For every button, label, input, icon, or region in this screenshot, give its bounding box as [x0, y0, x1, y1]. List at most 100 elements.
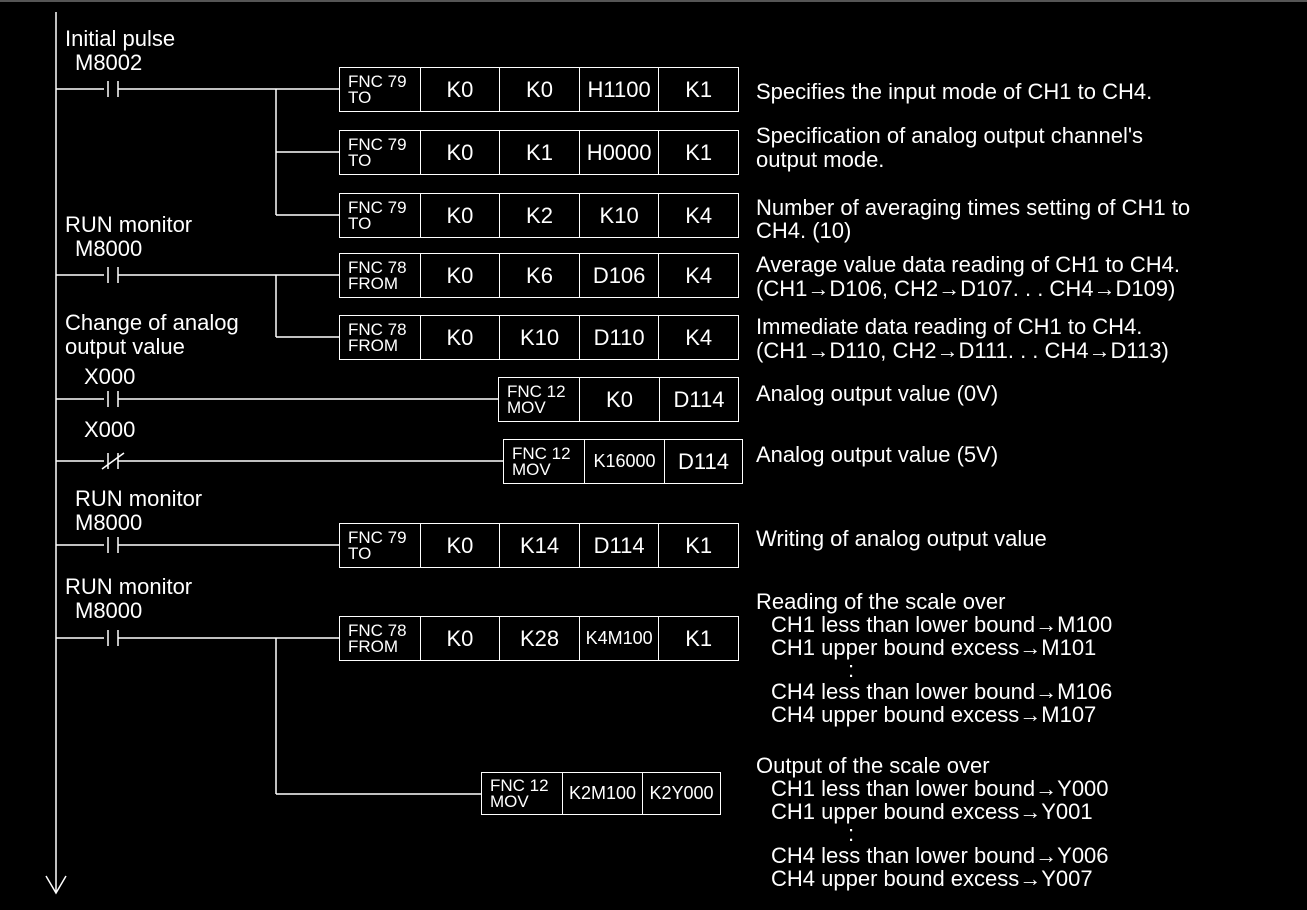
- operand: D106: [578, 254, 659, 297]
- label-m8000: M8000: [75, 510, 143, 535]
- operand: H0000: [578, 131, 659, 174]
- comment-average-read: (CH1→D106, CH2→D107. . . CH4→D109): [756, 276, 1176, 301]
- fnc-mnemonic: MOV: [507, 397, 546, 417]
- operand: K0: [419, 194, 500, 237]
- operand: D114: [659, 378, 738, 421]
- operand: K0: [419, 617, 500, 660]
- label-change-analog: Change of analog: [65, 310, 239, 335]
- operand: K1: [658, 617, 738, 660]
- operand: K0: [419, 68, 500, 111]
- operand: K2: [499, 194, 579, 237]
- label-m8000: M8000: [75, 236, 143, 261]
- operand: H1100: [578, 68, 659, 111]
- operand: K0: [419, 254, 500, 297]
- label-m8000: M8000: [75, 598, 143, 623]
- fnc-mnemonic: TO: [348, 543, 372, 563]
- fnc-number: FNC 78: [348, 257, 407, 277]
- fnc-mnemonic: MOV: [490, 791, 529, 811]
- fnc-mnemonic: TO: [348, 150, 372, 170]
- fnc-mnemonic: TO: [348, 87, 372, 107]
- label-run-monitor: RUN monitor: [75, 486, 203, 511]
- comment-scale-read-line: CH1 upper bound excess→M101: [771, 635, 1097, 660]
- label-initial-pulse: Initial pulse: [65, 26, 176, 51]
- comment-scale-read-line: CH4 less than lower bound→M106: [771, 679, 1113, 704]
- operand: K4: [658, 194, 738, 237]
- operand: K0: [499, 68, 579, 111]
- fnc-mnemonic: FROM: [348, 636, 399, 656]
- operand: K0: [419, 524, 500, 567]
- comment-averaging: CH4. (10): [756, 218, 852, 243]
- operand: K10: [499, 316, 579, 359]
- comment-output-mode: output mode.: [756, 147, 885, 172]
- label-run-monitor: RUN monitor: [65, 212, 193, 237]
- fnc-number: FNC 78: [348, 620, 407, 640]
- operand: K4: [658, 316, 738, 359]
- operand: K0: [579, 378, 659, 421]
- fnc-mnemonic: FROM: [348, 335, 399, 355]
- comment-scale-read-title: Reading of the scale over: [756, 589, 1006, 614]
- comment-analog-5v: Analog output value (5V): [756, 442, 999, 467]
- label-m8002: M8002: [75, 50, 143, 75]
- fnc-number: FNC 79: [348, 197, 407, 217]
- comment-scale-output-line: CH1 less than lower bound→Y000: [771, 776, 1109, 801]
- label-x000-nc: X000: [84, 417, 136, 442]
- comment-scale-read-line: CH4 upper bound excess→M107: [771, 702, 1097, 727]
- fnc-number: FNC 79: [348, 134, 407, 154]
- operand: D110: [578, 316, 659, 359]
- operand: K1: [658, 68, 738, 111]
- comment-output-mode: Specification of analog output channel's: [756, 123, 1144, 148]
- operand: K16000: [584, 440, 664, 483]
- comment-scale-output-line: CH4 upper bound excess→Y007: [771, 866, 1093, 891]
- label-output-value: output value: [65, 334, 185, 359]
- operand: K6: [499, 254, 579, 297]
- fnc-number: FNC 79: [348, 527, 407, 547]
- fnc-number: FNC 79: [348, 71, 407, 91]
- operand: K1: [658, 131, 738, 174]
- operand: K2M100: [562, 773, 642, 814]
- comment-immediate-read: Immediate data reading of CH1 to CH4.: [756, 314, 1143, 339]
- comment-input-mode: Specifies the input mode of CH1 to CH4.: [756, 79, 1153, 104]
- operand: K4M100: [578, 617, 659, 660]
- fnc-number: FNC 12: [512, 443, 571, 463]
- fnc-number: FNC 78: [348, 319, 407, 339]
- top-border: [0, 0, 1307, 2]
- contact-x000-nc-slash: [101, 452, 125, 470]
- comment-immediate-read: (CH1→D110, CH2→D111. . . CH4→D113): [756, 338, 1169, 363]
- operand: K10: [578, 194, 659, 237]
- fnc-number: FNC 12: [490, 775, 549, 795]
- operand: K4: [658, 254, 738, 297]
- comment-scale-read-line: CH1 less than lower bound→M100: [771, 612, 1113, 637]
- label-run-monitor: RUN monitor: [65, 574, 193, 599]
- operand: K0: [419, 131, 500, 174]
- operand: K14: [499, 524, 579, 567]
- operand: K28: [499, 617, 579, 660]
- comment-averaging: Number of averaging times setting of CH1…: [756, 195, 1191, 220]
- operand: K1: [499, 131, 579, 174]
- comment-analog-write: Writing of analog output value: [756, 526, 1047, 551]
- operand: D114: [664, 440, 742, 483]
- comment-scale-output-line: :: [848, 821, 855, 846]
- fnc-mnemonic: MOV: [512, 459, 551, 479]
- fnc-number: FNC 12: [507, 381, 566, 401]
- label-x000: X000: [84, 364, 136, 389]
